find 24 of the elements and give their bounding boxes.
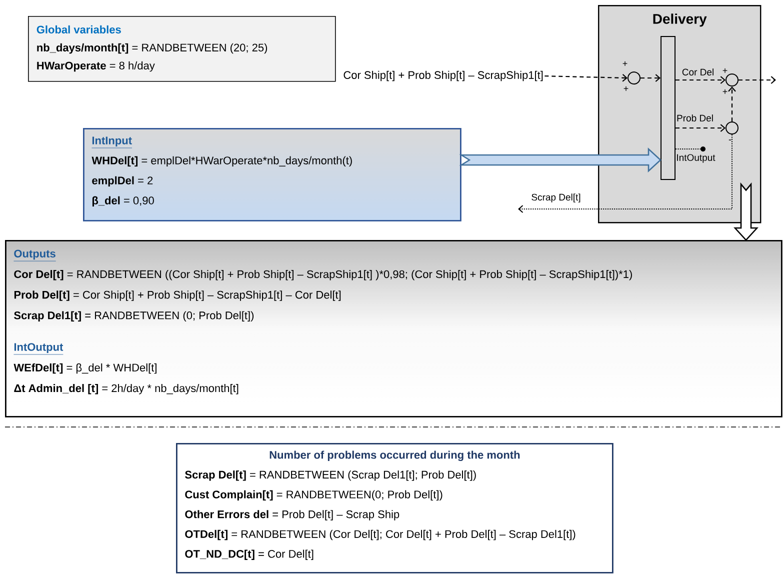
problems-box: Number of problems occurred during the month Scrap Del[t] = RANDBETWEEN (Scrap Del1[t]; Prob Del[t]) Cust Complain[t] = RANDBETWEEN(0; Prob Del[t]) Other Errors del = Prob Del[t] – Scrap Ship OTDel[t] = RANDBETWEEN (Cor Del[t]; Cor Del[t] + Prob Del[t] – Scrap Del1[t]) OT_ND_DC[t] = Cor Del[t] bbox=[176, 443, 614, 574]
flow-label: Cor Ship[t] + Prob Ship[t] – ScrapShip1[t] bbox=[344, 70, 543, 82]
sign-label: + bbox=[722, 68, 728, 73]
sign-label: + bbox=[722, 89, 728, 94]
edge-label: Cor Del bbox=[680, 68, 716, 76]
block-arrow bbox=[459, 148, 662, 172]
edge-label: Prob Del bbox=[676, 114, 714, 122]
process-bar bbox=[660, 36, 676, 180]
arrow bbox=[738, 76, 776, 84]
edge-label: Scrap Del[t] bbox=[530, 192, 582, 204]
arrow bbox=[640, 74, 660, 82]
arrow bbox=[518, 134, 732, 213]
outputs-box: Outputs Cor Del[t] = RANDBETWEEN ((Cor Ship[t] + Prob Ship[t] – ScrapShip1[t] )*0,98; (Cor Ship[t] + Prob Ship[t] – ScrapShip1[t])*1) Prob Del[t] = Cor Ship[t] + Prob Ship[t] – ScrapShip1[t] – Cor Del[t] Scrap Del1[t] = RANDBETWEEN (0; Prob Del[t]) IntOutput WEfDel[t] = β_del * WHDel[t] Δt Admin_del [t] = 2h/day * nb_days/month[t] bbox=[5, 240, 782, 418]
input-box: IntInput WHDel[t] = emplDel*HWarOperate*nb_days/month(t) emplDel = 2 β_del = 0,90 bbox=[83, 128, 462, 222]
arrow bbox=[544, 74, 628, 82]
arrow bbox=[728, 86, 736, 122]
arrow bbox=[676, 124, 726, 132]
block-arrow bbox=[734, 182, 758, 241]
variables-box: Global variables nb_days/month[t] = RANDBETWEEN (20; 25) HWarOperate = 8 h/day bbox=[28, 16, 336, 82]
connector-line bbox=[675, 148, 701, 150]
sign-label: + bbox=[624, 86, 628, 91]
arrow bbox=[676, 76, 726, 84]
sign-label: + bbox=[622, 61, 628, 66]
node-caption: IntOutput bbox=[677, 154, 716, 163]
